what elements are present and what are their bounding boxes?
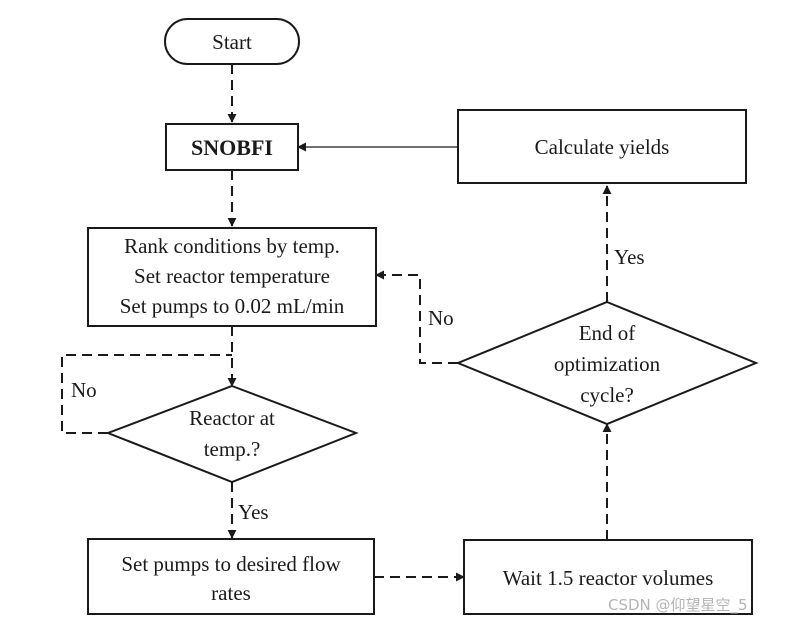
set-pumps-line1: Set pumps to desired flow <box>121 552 341 576</box>
start-node <box>164 18 300 65</box>
rank-label-line3: Set pumps to 0.02 mL/min <box>120 294 345 318</box>
wait-node <box>463 539 753 615</box>
wait-label: Wait 1.5 reactor volumes <box>503 566 714 590</box>
calculate-label: Calculate yields <box>535 135 670 159</box>
node-texts: Start SNOBFI Rank conditions by temp. Se… <box>120 30 714 605</box>
reactor-decision-line1: Reactor at <box>189 406 275 430</box>
edge-reactor-no-loop <box>61 354 232 434</box>
rank-label-line1: Rank conditions by temp. <box>124 234 340 258</box>
rank-label-line2: Set reactor temperature <box>134 264 330 288</box>
edges <box>61 64 612 582</box>
end-decision-node <box>455 300 759 426</box>
reactor-yes-label: Yes <box>238 500 269 524</box>
reactor-decision-line2: temp.? <box>204 437 261 461</box>
nodes <box>87 18 759 615</box>
rank-node <box>87 227 377 327</box>
snobfi-label: SNOBFI <box>191 135 273 160</box>
end-no-label: No <box>428 306 454 330</box>
edge-end-no-loop <box>375 270 458 364</box>
snobfi-node <box>165 123 299 171</box>
set-pumps-node <box>87 538 375 615</box>
start-label: Start <box>212 30 252 54</box>
set-pumps-line2: rates <box>211 581 251 605</box>
reactor-no-label: No <box>71 378 97 402</box>
end-decision-line3: cycle? <box>580 383 634 407</box>
watermark: CSDN @仰望星空_5 <box>608 596 748 614</box>
calculate-node <box>457 109 747 184</box>
edge-labels: No Yes No Yes <box>71 245 645 524</box>
end-yes-label: Yes <box>614 245 645 269</box>
end-decision-line2: optimization <box>554 352 661 376</box>
reactor-decision-node <box>105 384 359 484</box>
end-decision-line1: End of <box>579 321 636 345</box>
